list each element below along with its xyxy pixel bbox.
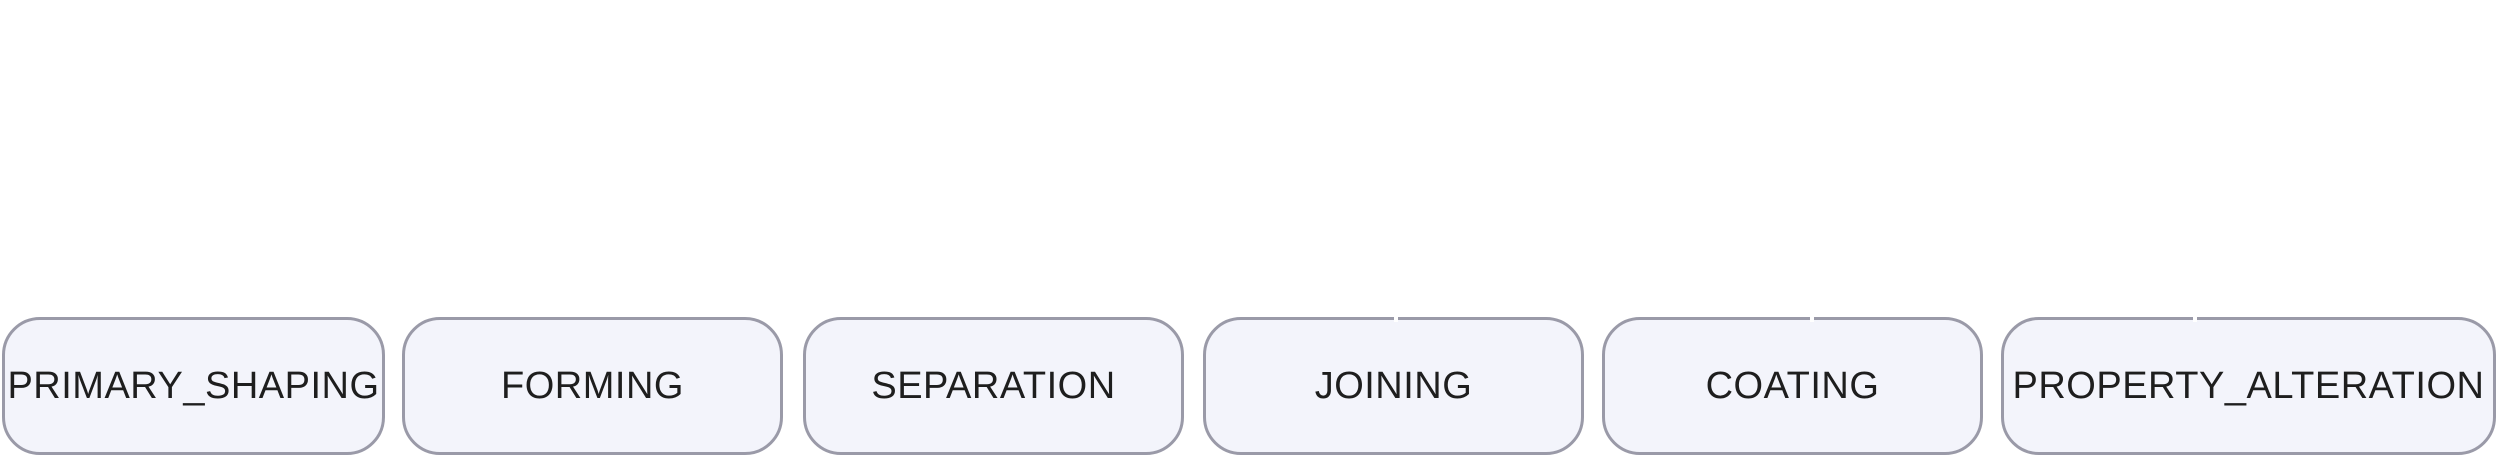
- node-joining[interactable]: JOINING: [1203, 316, 1584, 455]
- edge-connector-notch: [2193, 316, 2197, 322]
- node-separation[interactable]: SEPARATION: [803, 317, 1184, 455]
- node-coating[interactable]: COATING: [1602, 316, 1983, 455]
- node-label: COATING: [1705, 364, 1880, 407]
- edge-connector-notch: [1394, 316, 1398, 322]
- node-property-alteration[interactable]: PROPERTY_ALTERATION: [2001, 316, 2496, 455]
- node-label: JOINING: [1314, 364, 1473, 407]
- node-label: PRIMARY_SHAPING: [7, 364, 380, 407]
- node-forming[interactable]: FORMING: [402, 317, 783, 455]
- node-label: PROPERTY_ALTERATION: [2012, 364, 2485, 407]
- node-primary-shaping[interactable]: PRIMARY_SHAPING: [2, 317, 385, 455]
- node-label: SEPARATION: [871, 364, 1116, 407]
- edge-connector-notch: [1810, 316, 1814, 322]
- node-label: FORMING: [501, 364, 684, 407]
